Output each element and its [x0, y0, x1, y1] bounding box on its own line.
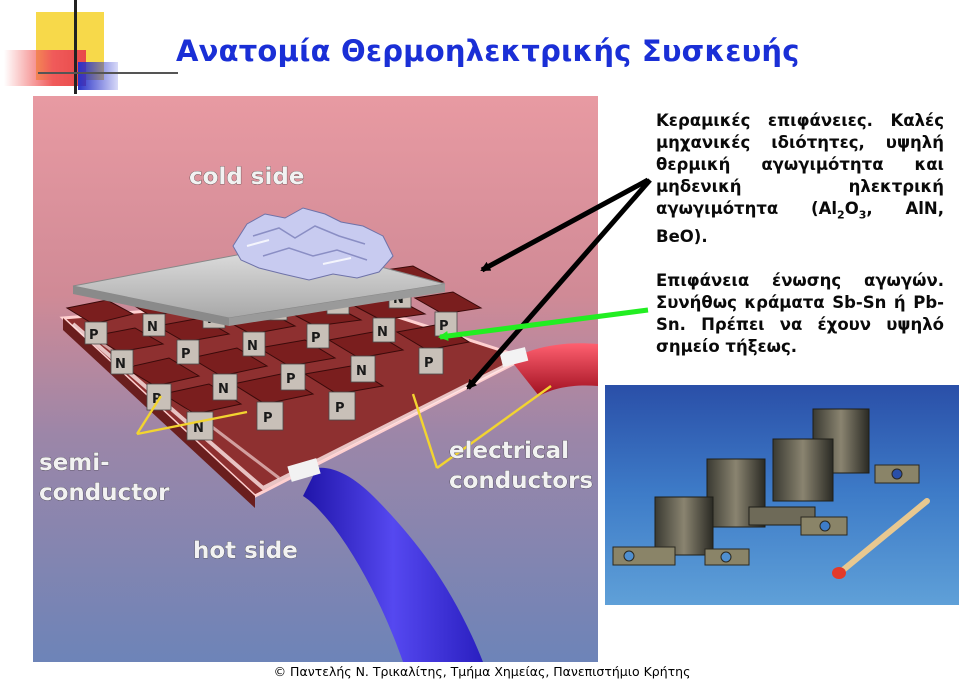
label-semiconductor-1: semi-	[39, 450, 110, 476]
leg-label-p: P	[152, 392, 162, 407]
leg-label-n: N	[393, 292, 404, 307]
leg-label-p: P	[311, 331, 321, 346]
footer-copyright: © Παντελής Ν. Τρικαλίτης, Τμήμα Χημείας,…	[273, 664, 691, 679]
leg-label-n: N	[115, 357, 126, 372]
label-electrical-1: electrical	[449, 438, 569, 464]
leg-label-n: N	[218, 382, 229, 397]
leg-label-n: N	[147, 320, 158, 335]
matchstick	[832, 498, 930, 579]
leg-label-p: P	[89, 328, 99, 343]
leg-label-p: P	[424, 356, 434, 371]
device-photo	[605, 385, 959, 605]
page-title: Ανατομία Θερμοηλεκτρικής Συσκευής	[176, 34, 800, 68]
tabs	[612, 464, 920, 566]
label-hot-side: hot side	[193, 538, 298, 564]
thermoelectric-diagram: P N P N P N N P N P N P P N P N P N P P	[33, 96, 598, 662]
leg-label-p: P	[181, 347, 191, 362]
leg-label-n: N	[247, 339, 258, 354]
label-electrical-2: conductors	[449, 468, 593, 494]
label-cold-side: cold side	[189, 164, 304, 190]
leg-label-p: P	[263, 411, 273, 426]
leg-label-p: P	[439, 319, 449, 334]
decor-vertical-line	[74, 0, 77, 94]
leg-label-p: P	[335, 401, 345, 416]
metal-legs	[654, 408, 870, 556]
blue-wire	[303, 467, 483, 662]
decor-blue-bar	[78, 62, 118, 90]
label-semiconductor-2: conductor	[39, 480, 170, 506]
leg-label-n: N	[377, 325, 388, 340]
ice-chunk	[232, 207, 394, 281]
decor-horizontal-line	[38, 72, 178, 74]
leg-label-n: N	[356, 364, 367, 379]
ceramic-description: Κεραμικές επιφάνειες. Καλές μηχανικές ιδ…	[656, 111, 944, 247]
junction-description: Επιφάνεια ένωσης αγωγών. Συνήθως κράματα…	[656, 271, 944, 356]
decor-red-bar	[4, 50, 86, 86]
leg-label-n: N	[193, 421, 204, 436]
leg-label-p: P	[286, 372, 296, 387]
